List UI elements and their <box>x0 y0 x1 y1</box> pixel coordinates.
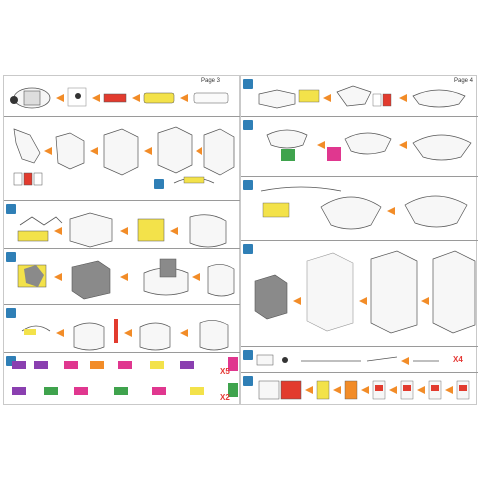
step-row-6 <box>241 372 478 406</box>
arrow-icon <box>387 207 395 215</box>
step-badge-icon <box>243 79 253 89</box>
arrow-icon <box>92 94 100 102</box>
step-badge-icon <box>243 120 253 130</box>
arrow-icon <box>317 141 325 149</box>
arrow-icon <box>54 273 62 281</box>
step-row-6: X5 X2 <box>4 352 241 406</box>
arrow-icon <box>170 227 178 235</box>
step-badge-icon <box>6 252 16 262</box>
multiplier-label: X5 <box>220 367 230 376</box>
arrow-icon <box>399 141 407 149</box>
arrow-icon <box>361 386 369 394</box>
arrow-icon <box>417 386 425 394</box>
arrow-icon <box>56 329 64 337</box>
page-label: Page 4 <box>454 78 474 84</box>
arrow-icon <box>120 273 128 281</box>
arrow-icon <box>180 329 188 337</box>
arrow-icon <box>323 94 331 102</box>
step-badge-icon <box>243 180 253 190</box>
arrow-icon <box>132 94 140 102</box>
step-badge-icon <box>243 350 253 360</box>
multiplier-label: X4 <box>453 355 463 364</box>
arrow-icon <box>445 386 453 394</box>
arrow-icon <box>144 147 152 155</box>
figure-icon <box>13 126 235 176</box>
arrow-icon <box>399 94 407 102</box>
arrow-icon <box>389 386 397 394</box>
step-row-5 <box>4 304 241 352</box>
arrow-icon <box>421 297 429 305</box>
arrow-icon <box>196 147 202 155</box>
arrow-icon <box>54 227 62 235</box>
page-4: Page 4 <box>240 75 478 406</box>
arrow-icon <box>305 386 313 394</box>
step-row-3 <box>4 200 241 248</box>
multiplier-label: X2 <box>220 393 230 402</box>
step-row-5: X4 <box>241 346 478 372</box>
arrow-icon <box>359 297 367 305</box>
arrow-icon <box>124 329 132 337</box>
arrow-icon <box>56 94 64 102</box>
arrow-icon <box>333 386 341 394</box>
step-row-1 <box>241 76 478 116</box>
arrow-icon <box>180 94 188 102</box>
step-row-2 <box>241 116 478 176</box>
arrow-icon <box>44 147 52 155</box>
instruction-sheet: Page 3 <box>3 75 478 406</box>
step-badge-icon <box>6 204 16 214</box>
step-row-3 <box>241 176 478 240</box>
step-row-4 <box>4 248 241 304</box>
page-3: Page 3 <box>3 75 241 406</box>
step-row-2 <box>4 116 241 200</box>
page-label: Page 3 <box>201 78 221 84</box>
step-badge-icon <box>6 356 16 366</box>
arrow-icon <box>120 227 128 235</box>
step-badge-icon <box>243 376 253 386</box>
step-row-1 <box>4 76 241 116</box>
step-badge-icon <box>243 244 253 254</box>
step-row-4 <box>241 240 478 346</box>
arrow-icon <box>293 297 301 305</box>
arrow-icon <box>90 147 98 155</box>
arrow-icon <box>401 357 409 365</box>
arrow-icon <box>192 273 200 281</box>
piece-icon <box>13 87 51 109</box>
step-badge-icon <box>154 179 164 189</box>
step-badge-icon <box>6 308 16 318</box>
